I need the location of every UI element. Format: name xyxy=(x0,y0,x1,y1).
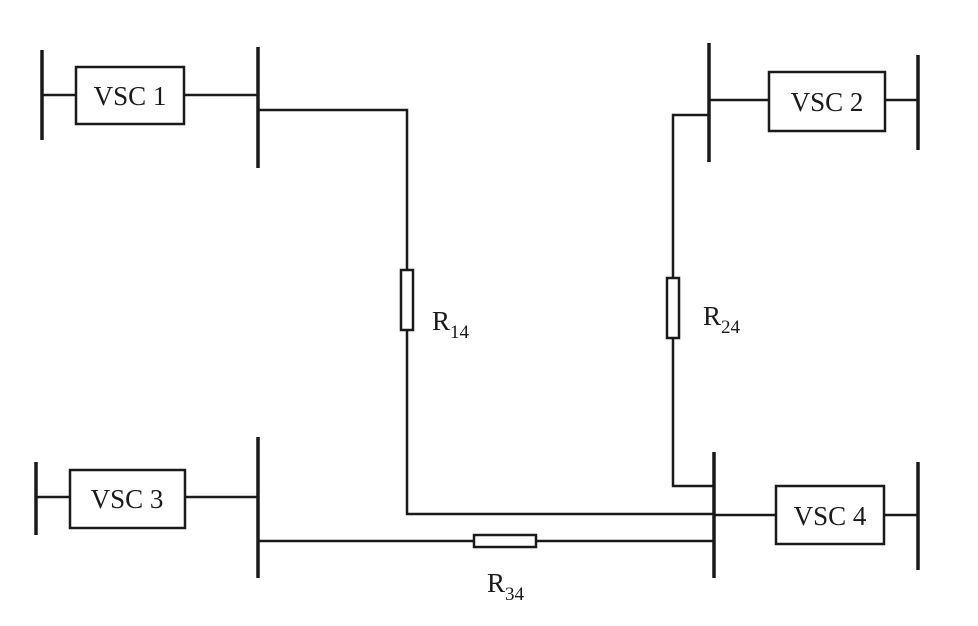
vsc4-label: VSC 4 xyxy=(794,501,867,531)
line-2-4-lower xyxy=(671,338,714,488)
vsc3-label: VSC 3 xyxy=(91,484,164,514)
vsc1-group: VSC 1 xyxy=(40,47,260,168)
line-3-4: R34 xyxy=(258,533,714,605)
vsc4-group: VSC 4 xyxy=(712,452,920,578)
line-1-4-lower xyxy=(405,330,714,516)
line-1-4-upper xyxy=(258,108,409,270)
r14-resistor xyxy=(399,268,415,332)
line-2-4-upper xyxy=(671,113,709,278)
r34-label: R34 xyxy=(487,568,525,605)
r24-resistor xyxy=(665,276,681,340)
vsc2-group: VSC 2 xyxy=(707,43,920,162)
line-1-4: R14 xyxy=(258,108,714,516)
line-2-4: R24 xyxy=(665,113,741,488)
r14-label: R14 xyxy=(432,306,470,343)
vsc3-group: VSC 3 xyxy=(34,437,260,578)
vsc2-label: VSC 2 xyxy=(791,87,864,117)
r34-resistor xyxy=(472,533,538,549)
vsc1-label: VSC 1 xyxy=(94,81,167,111)
vsc3-box xyxy=(68,468,187,530)
r24-label: R24 xyxy=(703,301,741,338)
vsc2-box xyxy=(767,70,887,133)
